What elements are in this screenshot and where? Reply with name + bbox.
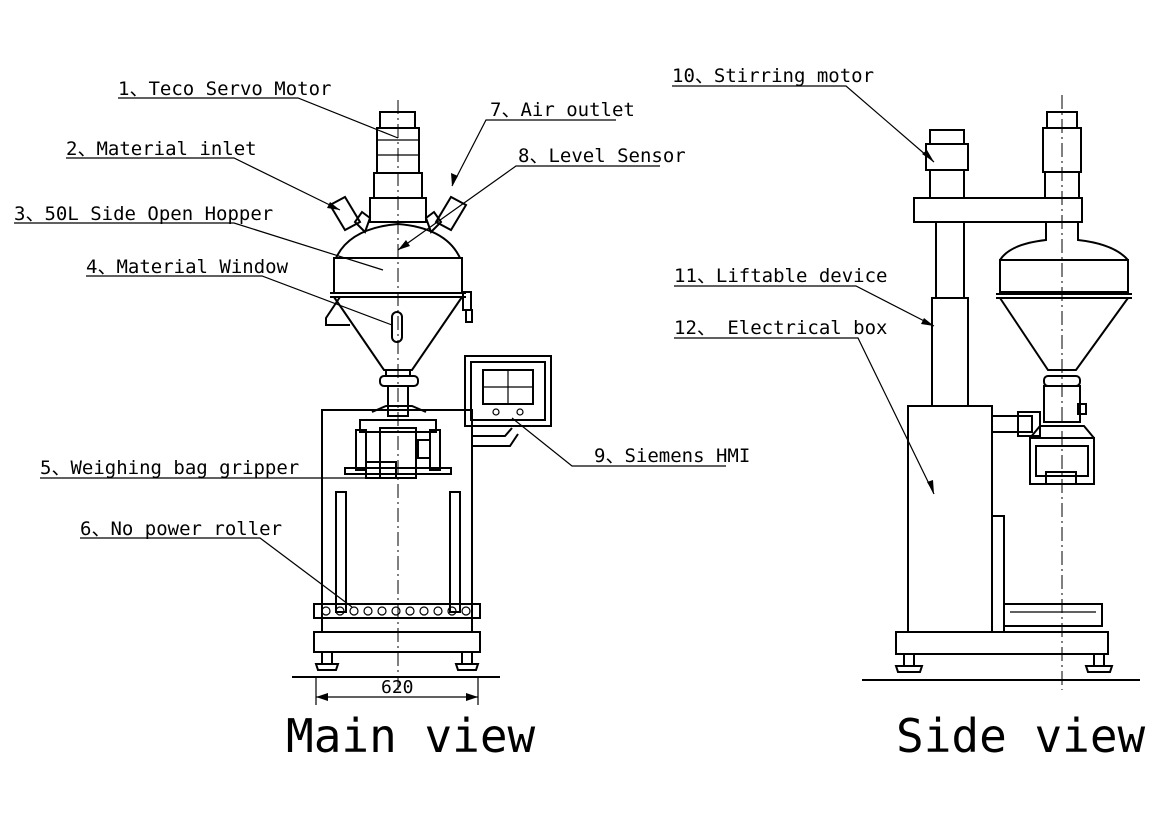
leader-lines [14, 85, 935, 608]
side-view-title: Side view [896, 709, 1146, 763]
label-level-sensor: 8、Level Sensor [518, 145, 686, 167]
main-view-machine [292, 100, 552, 705]
label-stirring-motor: 10、Stirring motor [672, 65, 874, 87]
side-view-machine [862, 95, 1140, 690]
label-material-window: 4、Material Window [86, 256, 289, 278]
label-material-inlet: 2、Material inlet [66, 138, 257, 160]
label-weighing-bag-gripper: 5、Weighing bag gripper [40, 457, 299, 479]
dimension-620: 620 [381, 677, 414, 698]
label-siemens-hmi: 9、Siemens HMI [594, 445, 750, 467]
roller-row [321, 606, 471, 616]
label-side-open-hopper: 3、50L Side Open Hopper [14, 203, 273, 225]
callout-labels: 1、Teco Servo Motor 2、Material inlet 3、50… [14, 65, 887, 540]
label-air-outlet: 7、Air outlet [490, 99, 635, 121]
label-electrical-box: 12、 Electrical box [674, 317, 887, 339]
label-no-power-roller: 6、No power roller [80, 518, 282, 540]
label-teco-servo-motor: 1、Teco Servo Motor [118, 78, 331, 100]
main-view-title: Main view [286, 709, 536, 763]
label-liftable-device: 11、Liftable device [674, 265, 887, 287]
